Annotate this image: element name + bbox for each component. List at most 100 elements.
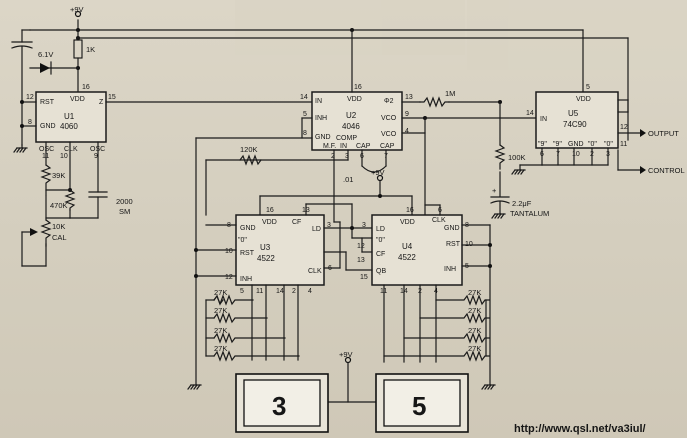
u4-vdd: VDD [400,219,415,226]
u3-cf: CF [292,219,301,226]
cap-2000-label: 2000 [116,197,133,206]
r-27k-l1: 27K [214,288,227,297]
u4-ld: LD [376,226,385,233]
u1-p9: 9 [94,153,98,160]
u2-p2: 2 [331,153,335,160]
u2-in: IN [315,98,322,105]
u2-comp: COMP [336,135,357,142]
supply-bottom: +9V [327,350,377,403]
chip-u3: U3 4522 VDD CF GND LD RST "0" INH CLK 16… [194,203,373,295]
u1-z: Z [99,99,104,106]
u2-vco1: VCO [381,115,397,122]
u2-p3: 3 [345,153,349,160]
cap-01-label: .01 [343,175,353,184]
u3-p3: 3 [327,222,331,229]
u4-p15: 15 [360,274,368,281]
u5-9a: "9" [538,141,547,148]
u2-p5: 5 [303,111,307,118]
u3-p11: 11 [256,288,263,295]
u3-p12: 12 [225,274,233,281]
display-left: 3 [235,373,329,433]
u3-p14: 14 [276,288,284,295]
u3-rst: RST [240,250,255,257]
u1-vdd: VDD [70,96,85,103]
pot-cal: CAL [52,233,67,242]
u1-rst: RST [40,99,55,106]
pot-label: 10K [52,222,65,231]
cap-tant-label: TANTALUM [510,209,549,218]
r-470k-label: 470K [50,201,68,210]
u2-cap2: CAP [380,143,395,150]
u3-zero: "0" [238,237,247,244]
u5-p14: 14 [526,110,534,117]
u1-part: 4060 [60,122,78,131]
u5-vdd: VDD [576,96,591,103]
u1-p15: 15 [108,94,116,101]
display-left-digit: 3 [272,391,286,421]
u2-mf: M.F. [323,143,336,150]
u4-rst: RST [446,241,461,248]
cap-plus: + [492,186,497,195]
r-27k-r4: 27K [468,344,481,353]
u2-phi: Φ2 [384,98,394,105]
u5-p11: 11 [620,141,627,148]
u3-inh: INH [240,276,252,283]
u3-p5: 5 [240,288,244,295]
r-27k-r2: 27K [468,306,481,315]
u2-in2: IN [340,143,347,150]
display-right-digit: 5 [412,391,426,421]
chip-u5: U5 74C90 IN VDD "9" "9" GND "0" "0" 14 5… [511,84,685,175]
u5-p5: 5 [586,84,590,91]
u5-p10: 10 [572,151,580,158]
u2-vco2: VCO [381,131,397,138]
u3-p10: 10 [225,248,233,255]
u3-part: 4522 [257,254,275,263]
u5-part: 74C90 [563,120,587,129]
u4-gnd: GND [444,225,460,232]
u5-in: IN [540,116,547,123]
u5-ref: U5 [568,109,579,118]
u4-cf: CF [376,251,385,258]
u4-inh: INH [444,266,456,273]
u3-gnd: GND [240,225,256,232]
u3-p16: 16 [266,207,274,214]
u5-gnd: GND [568,141,584,148]
u1-p8: 8 [28,119,32,126]
r-120k-label: 120K [240,145,258,154]
output-label: OUTPUT [648,129,679,138]
u4-ref: U4 [402,242,413,251]
u4-p13: 13 [357,257,365,264]
background-text [235,0,687,70]
r-27k-l3: 27K [214,326,227,335]
watermark: http://www.qsl.net/va3iul/ [514,423,646,435]
u4-clk: CLK [432,217,446,224]
resistor-bank-right: 27K 27K 27K 27K [383,284,490,363]
cap-tant-value: 2.2μF [512,199,532,208]
r-27k-l2: 27K [214,306,227,315]
u3-clk: CLK [308,268,322,275]
u2-part: 4046 [342,122,360,131]
u1-clk: CLK [64,146,78,153]
resistor-bank-left: 27K 27K 27K 27K [205,284,300,362]
r-27k-r1: 27K [468,288,481,297]
control-label: CONTROL [648,166,685,175]
u2-ref: U2 [346,111,357,120]
u4-part: 4522 [398,253,416,262]
u2-p13: 13 [405,94,413,101]
r-1m-label: 1M [445,89,455,98]
u5-0a: "0" [588,141,597,148]
zener-regulator: 1K 6.1V [29,29,95,93]
u5-0b: "0" [604,141,613,148]
u1-timing: 39K 10K CAL 470K 2000 SM [21,141,133,267]
u1-gnd: GND [40,123,56,130]
supply-top: +9V [11,5,629,153]
u5-9b: "9" [553,141,562,148]
u3-p2: 2 [292,288,296,295]
u3-ref: U3 [260,243,271,252]
supply-mid-label: +9V [371,168,385,177]
zener-label: 6.1V [38,50,53,59]
supply-bottom-label: +9V [339,350,353,359]
display-right: 5 [375,373,469,433]
u4-p3: 3 [362,222,366,229]
